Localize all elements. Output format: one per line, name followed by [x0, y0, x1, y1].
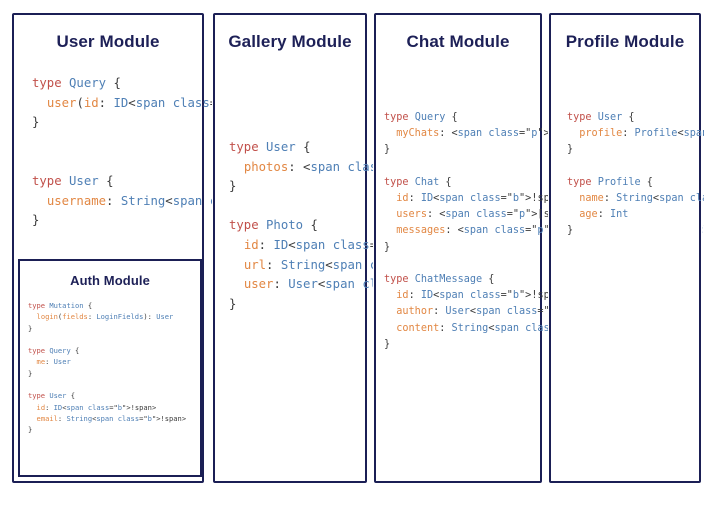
chat-module-title: Chat Module: [406, 32, 510, 51]
profile-module-title: Profile Module: [565, 32, 685, 51]
auth-module-code: type Mutation { login(fields: LoginField…: [28, 301, 187, 435]
user-module-title: User Module: [56, 32, 160, 51]
user-module-code: type Query { user(id: ID<span class="b">…: [32, 76, 343, 228]
profile-module-code: type User { profile: Profile<span class=…: [567, 112, 704, 237]
gallery-module-code: type User { photos: <span class="p">[spa…: [229, 140, 703, 311]
chat-module-code: type Query { myChats: <span class="p">[s…: [384, 112, 704, 350]
user-module-panel[interactable]: User Module type Query { user(id: ID<spa…: [12, 13, 343, 483]
profile-module-panel[interactable]: Profile Module type User { profile: Prof…: [549, 13, 704, 483]
auth-module-panel[interactable]: Auth Module type Mutation { login(fields…: [18, 259, 202, 477]
auth-module-title: Auth Module: [70, 273, 150, 288]
gallery-module-panel[interactable]: Gallery Module type User { photos: <span…: [213, 13, 703, 483]
gallery-module-title: Gallery Module: [228, 32, 352, 51]
chat-module-panel[interactable]: Chat Module type Query { myChats: <span …: [374, 13, 704, 483]
